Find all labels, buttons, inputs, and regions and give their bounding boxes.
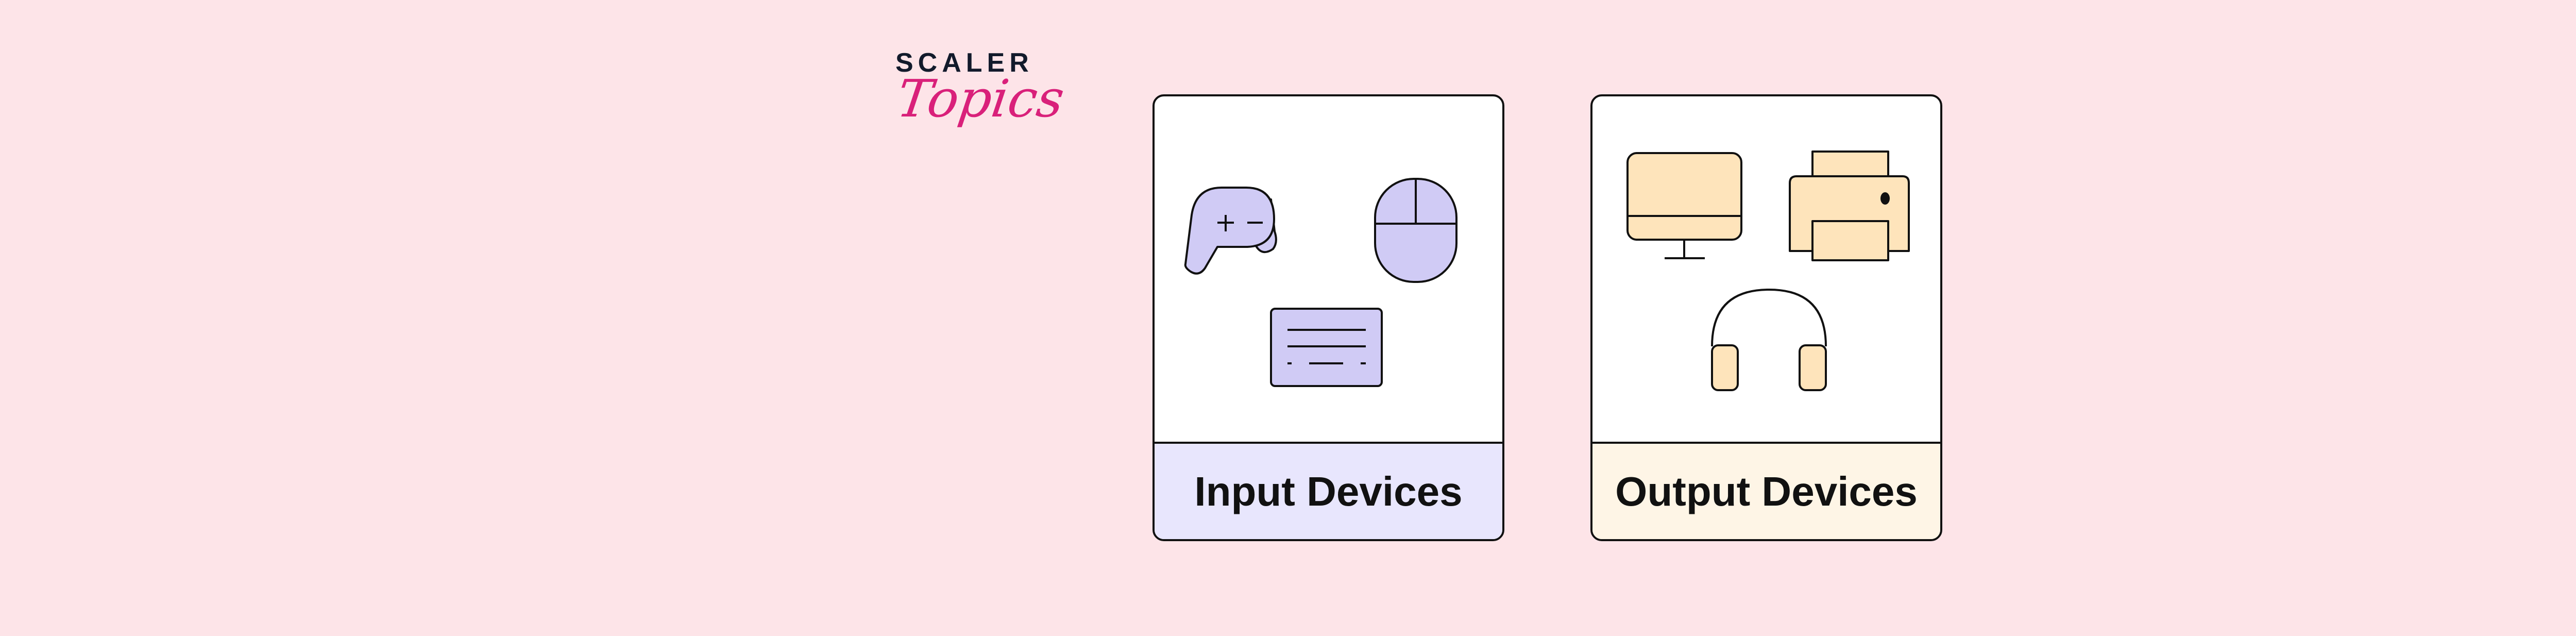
input-devices-card: Input Devices	[1153, 94, 1504, 541]
headphones-icon	[1711, 289, 1827, 391]
logo-topics-text: Topics	[893, 69, 1068, 129]
mouse-icon	[1374, 178, 1458, 283]
keyboard-icon	[1270, 308, 1383, 387]
gamepad-icon	[1184, 187, 1277, 275]
output-icons	[1626, 150, 1910, 391]
output-devices-card: Output Devices	[1590, 94, 1942, 541]
monitor-icon	[1626, 152, 1742, 259]
printer-icon	[1789, 150, 1910, 261]
logo-scaler-text: SCALER	[895, 48, 1033, 78]
input-devices-label: Input Devices	[1155, 442, 1502, 539]
input-icons	[1184, 178, 1458, 387]
scaler-topics-logo: SCALER Topics	[893, 48, 1068, 129]
output-devices-label: Output Devices	[1592, 442, 1940, 539]
